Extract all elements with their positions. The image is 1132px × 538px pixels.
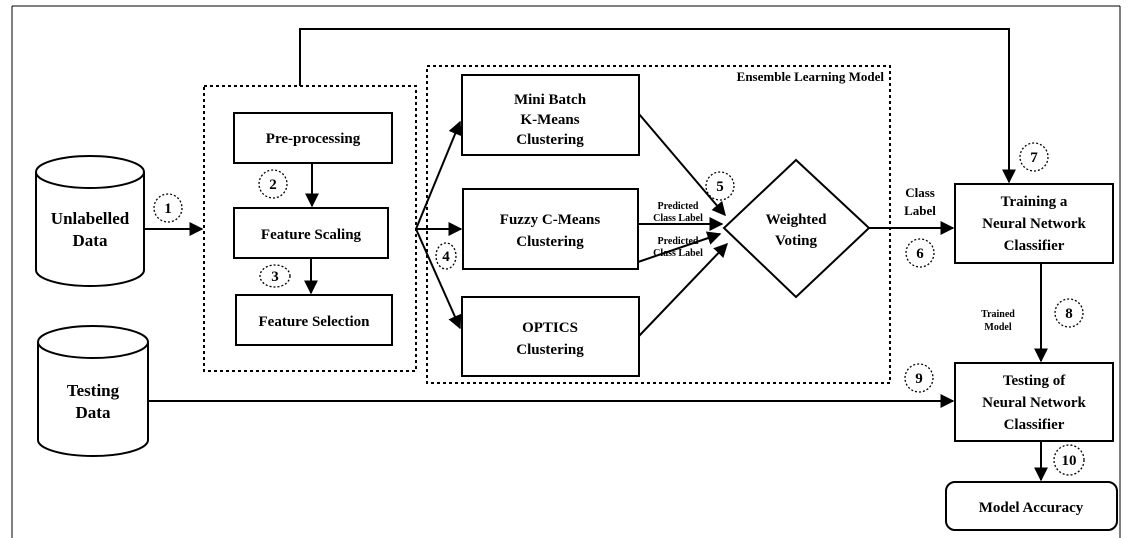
fuzzy-label-2: Clustering	[516, 234, 584, 250]
arrow-scaling-to-optics	[415, 228, 462, 330]
unlabelled-label-1: Unlabelled	[51, 209, 130, 228]
class-label-2: Label	[904, 203, 936, 218]
unlabelled-label-2: Data	[73, 231, 108, 250]
testing-classifier-label-2: Neural Network	[982, 395, 1086, 411]
arrow-scaling-to-minibatch	[415, 120, 462, 230]
training-label-2: Neural Network	[982, 216, 1086, 232]
mini-batch-label-3: Clustering	[516, 132, 584, 148]
unlabelled-data-cylinder: Unlabelled Data	[35, 155, 145, 287]
svg-text:7: 7	[1030, 150, 1038, 166]
training-box	[954, 183, 1114, 264]
step-circle-1: 1	[153, 193, 183, 223]
pre-processing-box	[233, 112, 393, 164]
svg-text:5: 5	[716, 179, 724, 195]
arrow-fuzzy-to-voting-2	[637, 231, 722, 263]
optics-box	[461, 296, 640, 377]
predicted-label-2a: Predicted	[658, 236, 699, 247]
feature-scaling-box	[233, 207, 389, 259]
fuzzy-label-1: Fuzzy C-Means	[500, 212, 601, 228]
pre-processing-label: Pre-processing	[266, 131, 361, 147]
training-label-3: Classifier	[1004, 238, 1065, 254]
ensemble-title: Ensemble Learning Model	[737, 69, 885, 84]
svg-text:8: 8	[1065, 306, 1073, 322]
testing-label-2: Data	[76, 403, 111, 422]
fuzzy-box	[462, 188, 639, 270]
class-label-1: Class	[905, 185, 935, 200]
arrow-optics-to-voting	[638, 242, 728, 337]
step-circle-4: 4	[435, 242, 457, 270]
arrow-minibatch-to-voting	[638, 113, 726, 217]
step-circle-3: 3	[259, 264, 291, 288]
svg-text:2: 2	[269, 177, 277, 193]
training-label-1: Training a	[1001, 194, 1068, 210]
feature-scaling-label: Feature Scaling	[261, 227, 362, 243]
optics-label-1: OPTICS	[522, 320, 578, 336]
svg-text:3: 3	[271, 269, 279, 285]
testing-classifier-box	[954, 362, 1114, 442]
svg-text:4: 4	[442, 249, 450, 265]
trained-model-label-1: Trained	[981, 309, 1015, 320]
model-accuracy-label: Model Accuracy	[979, 500, 1084, 516]
testing-classifier-label-3: Classifier	[1004, 417, 1065, 433]
testing-data-cylinder: Testing Data	[37, 325, 149, 457]
svg-text:6: 6	[916, 246, 924, 262]
svg-text:1: 1	[164, 201, 172, 217]
testing-label-1: Testing	[67, 381, 120, 400]
predicted-label-2b: Class Label	[653, 248, 703, 259]
step-circle-6: 6	[905, 238, 935, 268]
mini-batch-label-1: Mini Batch	[514, 92, 587, 108]
feature-selection-label: Feature Selection	[259, 314, 371, 330]
predicted-label-1b: Class Label	[653, 213, 703, 224]
step-circle-5: 5	[705, 171, 735, 201]
predicted-label-1a: Predicted	[658, 201, 699, 212]
step-circle-10: 10	[1053, 444, 1085, 476]
weighted-voting-diamond	[722, 158, 871, 299]
step-circle-8: 8	[1054, 298, 1084, 328]
voting-label-1: Weighted	[766, 212, 827, 228]
model-accuracy-box	[945, 481, 1118, 531]
testing-classifier-label-1: Testing of	[1003, 373, 1066, 389]
step-circle-9: 9	[904, 363, 934, 393]
trained-model-label-2: Model	[984, 322, 1011, 333]
svg-text:9: 9	[915, 371, 923, 387]
optics-label-2: Clustering	[516, 342, 584, 358]
feature-selection-box	[235, 294, 393, 346]
mini-batch-label-2: K-Means	[520, 112, 579, 128]
voting-label-2: Voting	[775, 233, 817, 249]
step-circle-7: 7	[1019, 142, 1049, 172]
step-circle-2: 2	[258, 169, 288, 199]
svg-text:10: 10	[1062, 453, 1077, 469]
arrow-preprocessing-to-training-top	[299, 28, 1016, 184]
